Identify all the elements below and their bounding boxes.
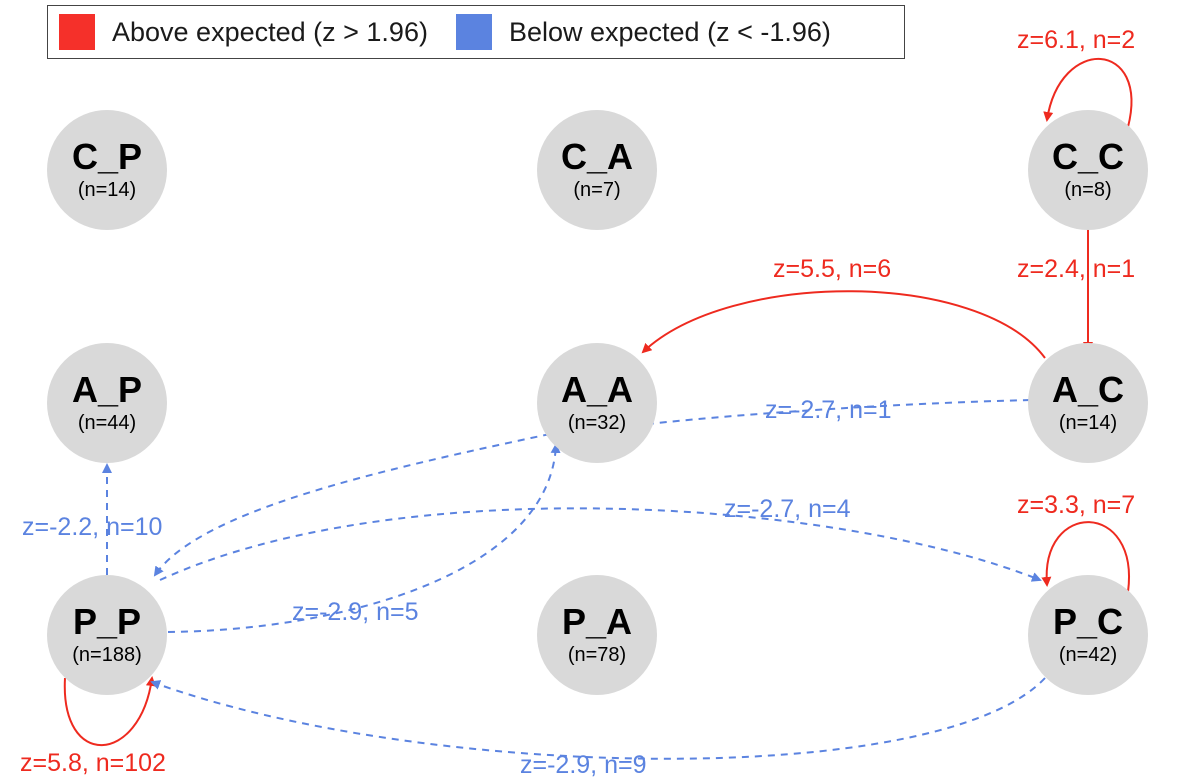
edge-label-pp-to-aa: z=-2.9, n=5 [292,598,419,626]
edge-label-pp-to-pc: z=-2.7, n=4 [724,495,851,523]
edge-label-ac-to-aa: z=5.5, n=6 [773,255,892,283]
edge-label-cc-to-ac: z=2.4, n=1 [1017,255,1136,283]
edge-label-pp-loop: z=5.8, n=102 [20,749,166,777]
legend-swatch-above [59,14,95,50]
node-a-a: A_A (n=32) [537,343,657,463]
node-name: C_C [1051,135,1125,177]
edge-pc-loop [1041,521,1130,593]
edge-cc-loop [1043,57,1133,128]
node-p-p: P_P (n=188) [47,575,167,695]
node-name: P_A [561,600,633,642]
node-a-c: A_C (n=14) [1028,343,1148,463]
node-c-p: C_P (n=14) [47,110,167,230]
legend-item-above: Above expected (z > 1.96) [59,14,428,50]
edge-label-cc-loop: z=6.1, n=2 [1017,26,1136,54]
node-p-c: P_C (n=42) [1028,575,1148,695]
legend-label-below: Below expected (z < -1.96) [508,16,831,47]
node-name: A_C [1051,368,1125,410]
node-count: (n=14) [1058,412,1118,435]
node-count: (n=7) [573,179,621,202]
node-name: A_A [560,368,634,410]
edge-pc-to-pp [150,677,1046,760]
edge-pp-to-aa [167,443,561,633]
legend-label-above: Above expected (z > 1.96) [112,16,428,47]
node-name: P_C [1052,600,1124,642]
node-count: (n=14) [77,179,137,202]
node-name: P_P [72,600,142,642]
legend-item-below: Below expected (z < -1.96) [455,14,831,50]
edge-label-pc-to-pp: z=-2.9, n=9 [520,751,647,779]
node-count: (n=42) [1058,644,1118,667]
node-name: C_A [560,135,634,177]
legend-swatch-below [455,14,492,50]
node-count: (n=188) [72,644,142,667]
node-c-c: C_C (n=8) [1028,110,1148,230]
node-name: A_P [71,368,143,410]
node-p-a: P_A (n=78) [537,575,657,695]
edge-pp-loop [63,676,156,747]
edge-label-pc-loop: z=3.3, n=7 [1017,491,1136,519]
edge-label-ac-to-pp: z=-2.7, n=1 [765,396,892,424]
node-name: C_P [71,135,143,177]
node-count: (n=78) [567,644,627,667]
edge-ac-to-aa [641,290,1046,359]
node-a-p: A_P (n=44) [47,343,167,463]
legend: Above expected (z > 1.96) Below expected… [47,5,905,59]
node-count: (n=44) [77,412,137,435]
edge-label-pp-to-ap: z=-2.2, n=10 [22,513,163,541]
node-count: (n=8) [1064,179,1112,202]
edge-ac-to-pp [155,399,1031,575]
node-count: (n=32) [567,412,627,435]
node-c-a: C_A (n=7) [537,110,657,230]
edge-pp-to-pc [159,507,1042,582]
